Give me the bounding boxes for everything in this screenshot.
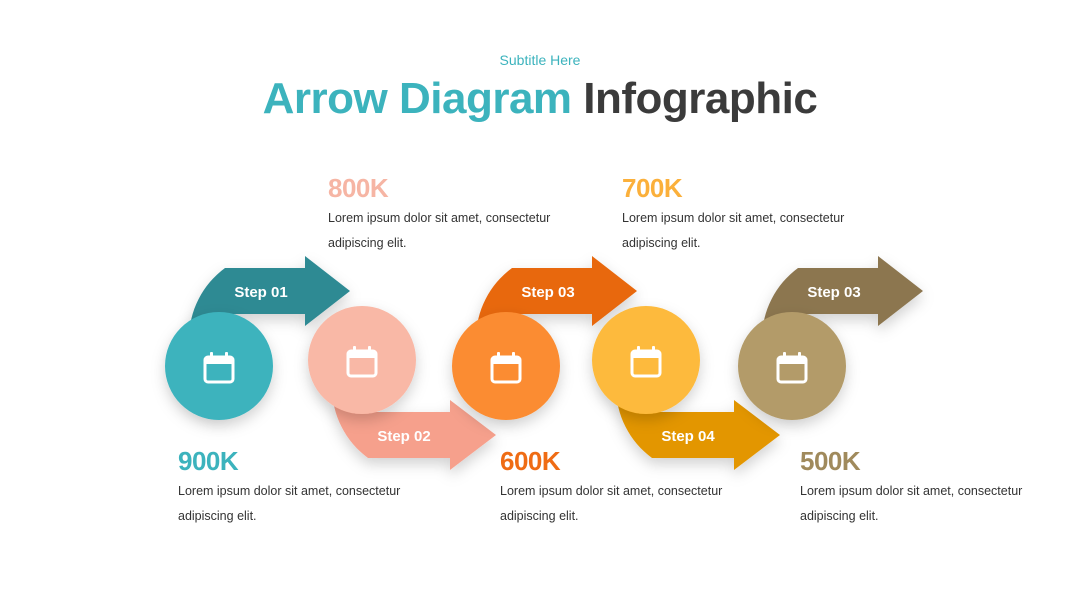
step-04-label: Step 04 <box>661 428 715 445</box>
step-05-circle <box>738 312 846 420</box>
step-03-arrow <box>464 256 637 410</box>
step-03-value: 600K <box>500 446 561 476</box>
step-03-description: Lorem ipsum dolor sit amet, consectetur … <box>500 484 723 523</box>
page-title: Arrow Diagram Infographic <box>0 74 1080 124</box>
step-01-arrow <box>177 256 350 410</box>
step-05-value: 500K <box>800 446 861 476</box>
subtitle: Subtitle Here <box>499 52 581 68</box>
step-04-description: Lorem ipsum dolor sit amet, consectetur … <box>622 211 845 250</box>
step-02-label: Step 02 <box>377 428 430 445</box>
title-accent: Arrow Diagram <box>262 74 572 123</box>
step-01-circle <box>165 312 273 420</box>
step-04-value: 700K <box>622 173 683 203</box>
step-01-value: 900K <box>178 446 239 476</box>
step-04-arrow <box>604 316 780 470</box>
step-05-label: Step 03 <box>807 284 860 301</box>
step-01-arrow-shape <box>177 256 350 410</box>
step-02-circle <box>308 306 416 414</box>
step-02-description: Lorem ipsum dolor sit amet, consectetur … <box>328 211 551 250</box>
step-05-description: Lorem ipsum dolor sit amet, consectetur … <box>800 484 1023 523</box>
step-05-arrow <box>750 256 923 410</box>
step-04-arrow-shape <box>604 316 780 470</box>
step-02-arrow <box>320 316 496 470</box>
step-02-arrow-shape <box>320 316 496 470</box>
step-01-label: Step 01 <box>234 284 287 301</box>
step-04-circle <box>592 306 700 414</box>
step-01-description: Lorem ipsum dolor sit amet, consectetur … <box>178 484 401 523</box>
title-main: Infographic <box>583 74 818 123</box>
step-02-value: 800K <box>328 173 389 203</box>
step-03-arrow-shape <box>464 256 637 410</box>
step-05-arrow-shape <box>750 256 923 410</box>
step-03-circle <box>452 312 560 420</box>
step-03-label: Step 03 <box>521 284 574 301</box>
